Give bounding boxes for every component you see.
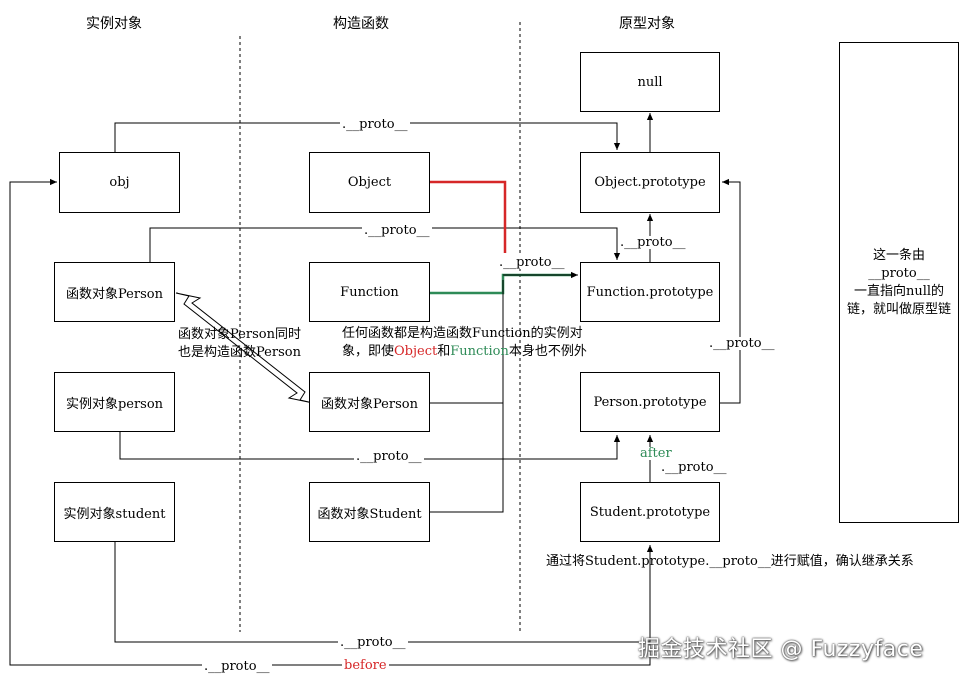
edge-label-proto-person-instance: .__proto__ <box>354 449 424 464</box>
note-student-assign: 通过将Student.prototype.__proto__进行赋值，确认继承关… <box>546 554 914 569</box>
watermark: 掘金技术社区 @ Fuzzyface <box>638 637 924 662</box>
column-header-prototype: 原型对象 <box>619 16 675 32</box>
note-any-function-suffix: 本身也不例外 <box>508 344 587 359</box>
note-any-function-function: Function <box>450 344 509 359</box>
note-person-dual-line1: 函数对象Person同时 <box>178 327 301 342</box>
edge-object-constructor-red <box>430 180 507 253</box>
note-any-function-line1: 任何函数都是构造函数Function的实例对 <box>342 326 583 341</box>
person-prototype-box: Person.prototype <box>580 372 720 432</box>
note-any-function-object: Object <box>394 344 438 359</box>
column-header-constructor: 构造函数 <box>333 16 389 32</box>
edge-label-before: before <box>342 658 389 673</box>
note-any-function-line2: 象，即使Object和Function本身也不例外 <box>342 343 587 361</box>
edge-label-proto-function: .__proto__ <box>497 255 567 270</box>
edge-fn-student-join <box>430 403 504 513</box>
student-prototype-box: Student.prototype <box>580 482 720 542</box>
chain-note-line4: 链，就叫做原型链 <box>846 301 951 317</box>
note-person-dual-line2: 也是构造函数Person <box>178 345 301 360</box>
edge-label-after: after <box>638 446 674 461</box>
instance-student-box: 实例对象student <box>54 482 175 542</box>
constructor-person-box: 函数对象Person <box>309 372 430 432</box>
note-any-function: 任何函数都是构造函数Function的实例对 象，即使Object和Functi… <box>342 325 587 361</box>
null-box: null <box>580 52 720 112</box>
instance-person-box: 实例对象person <box>54 372 175 432</box>
note-person-dual-role: 函数对象Person同时 也是构造函数Person <box>178 326 301 362</box>
edge-label-proto-personproto: .__proto__ <box>707 336 777 351</box>
edge-label-proto-objproto: .__proto__ <box>618 235 688 250</box>
chain-note-line2: __proto__ <box>868 265 930 281</box>
object-prototype-box: Object.prototype <box>580 152 720 213</box>
chain-note-line3: 一直指向null的 <box>853 283 945 299</box>
constructor-student-box: 函数对象Student <box>309 482 430 542</box>
function-prototype-box: Function.prototype <box>580 262 720 322</box>
chain-note-line1: 这一条由 <box>872 247 925 263</box>
object-constructor-box: Object <box>309 152 430 213</box>
edge-bottom-loop-to-obj <box>9 178 651 666</box>
edge-label-proto-student-instance: .__proto__ <box>338 635 408 650</box>
column-header-instance: 实例对象 <box>86 16 142 32</box>
edge-label-proto-top: .__proto__ <box>340 117 410 132</box>
edge-label-proto-bottom: .__proto__ <box>202 659 272 674</box>
obj-box: obj <box>59 152 180 213</box>
function-object-person-box: 函数对象Person <box>54 262 175 322</box>
edge-label-proto-row2: .__proto__ <box>362 223 432 238</box>
note-any-function-prefix: 象，即使 <box>342 344 395 359</box>
function-constructor-box: Function <box>309 262 430 322</box>
edge-label-proto-student-proto: .__proto__ <box>659 460 729 475</box>
edge-person-prototype-to-object-prototype <box>720 178 741 404</box>
prototype-chain-note-box: 这一条由 __proto__ 一直指向null的 链，就叫做原型链 <box>839 42 959 523</box>
note-any-function-and: 和 <box>437 344 451 359</box>
